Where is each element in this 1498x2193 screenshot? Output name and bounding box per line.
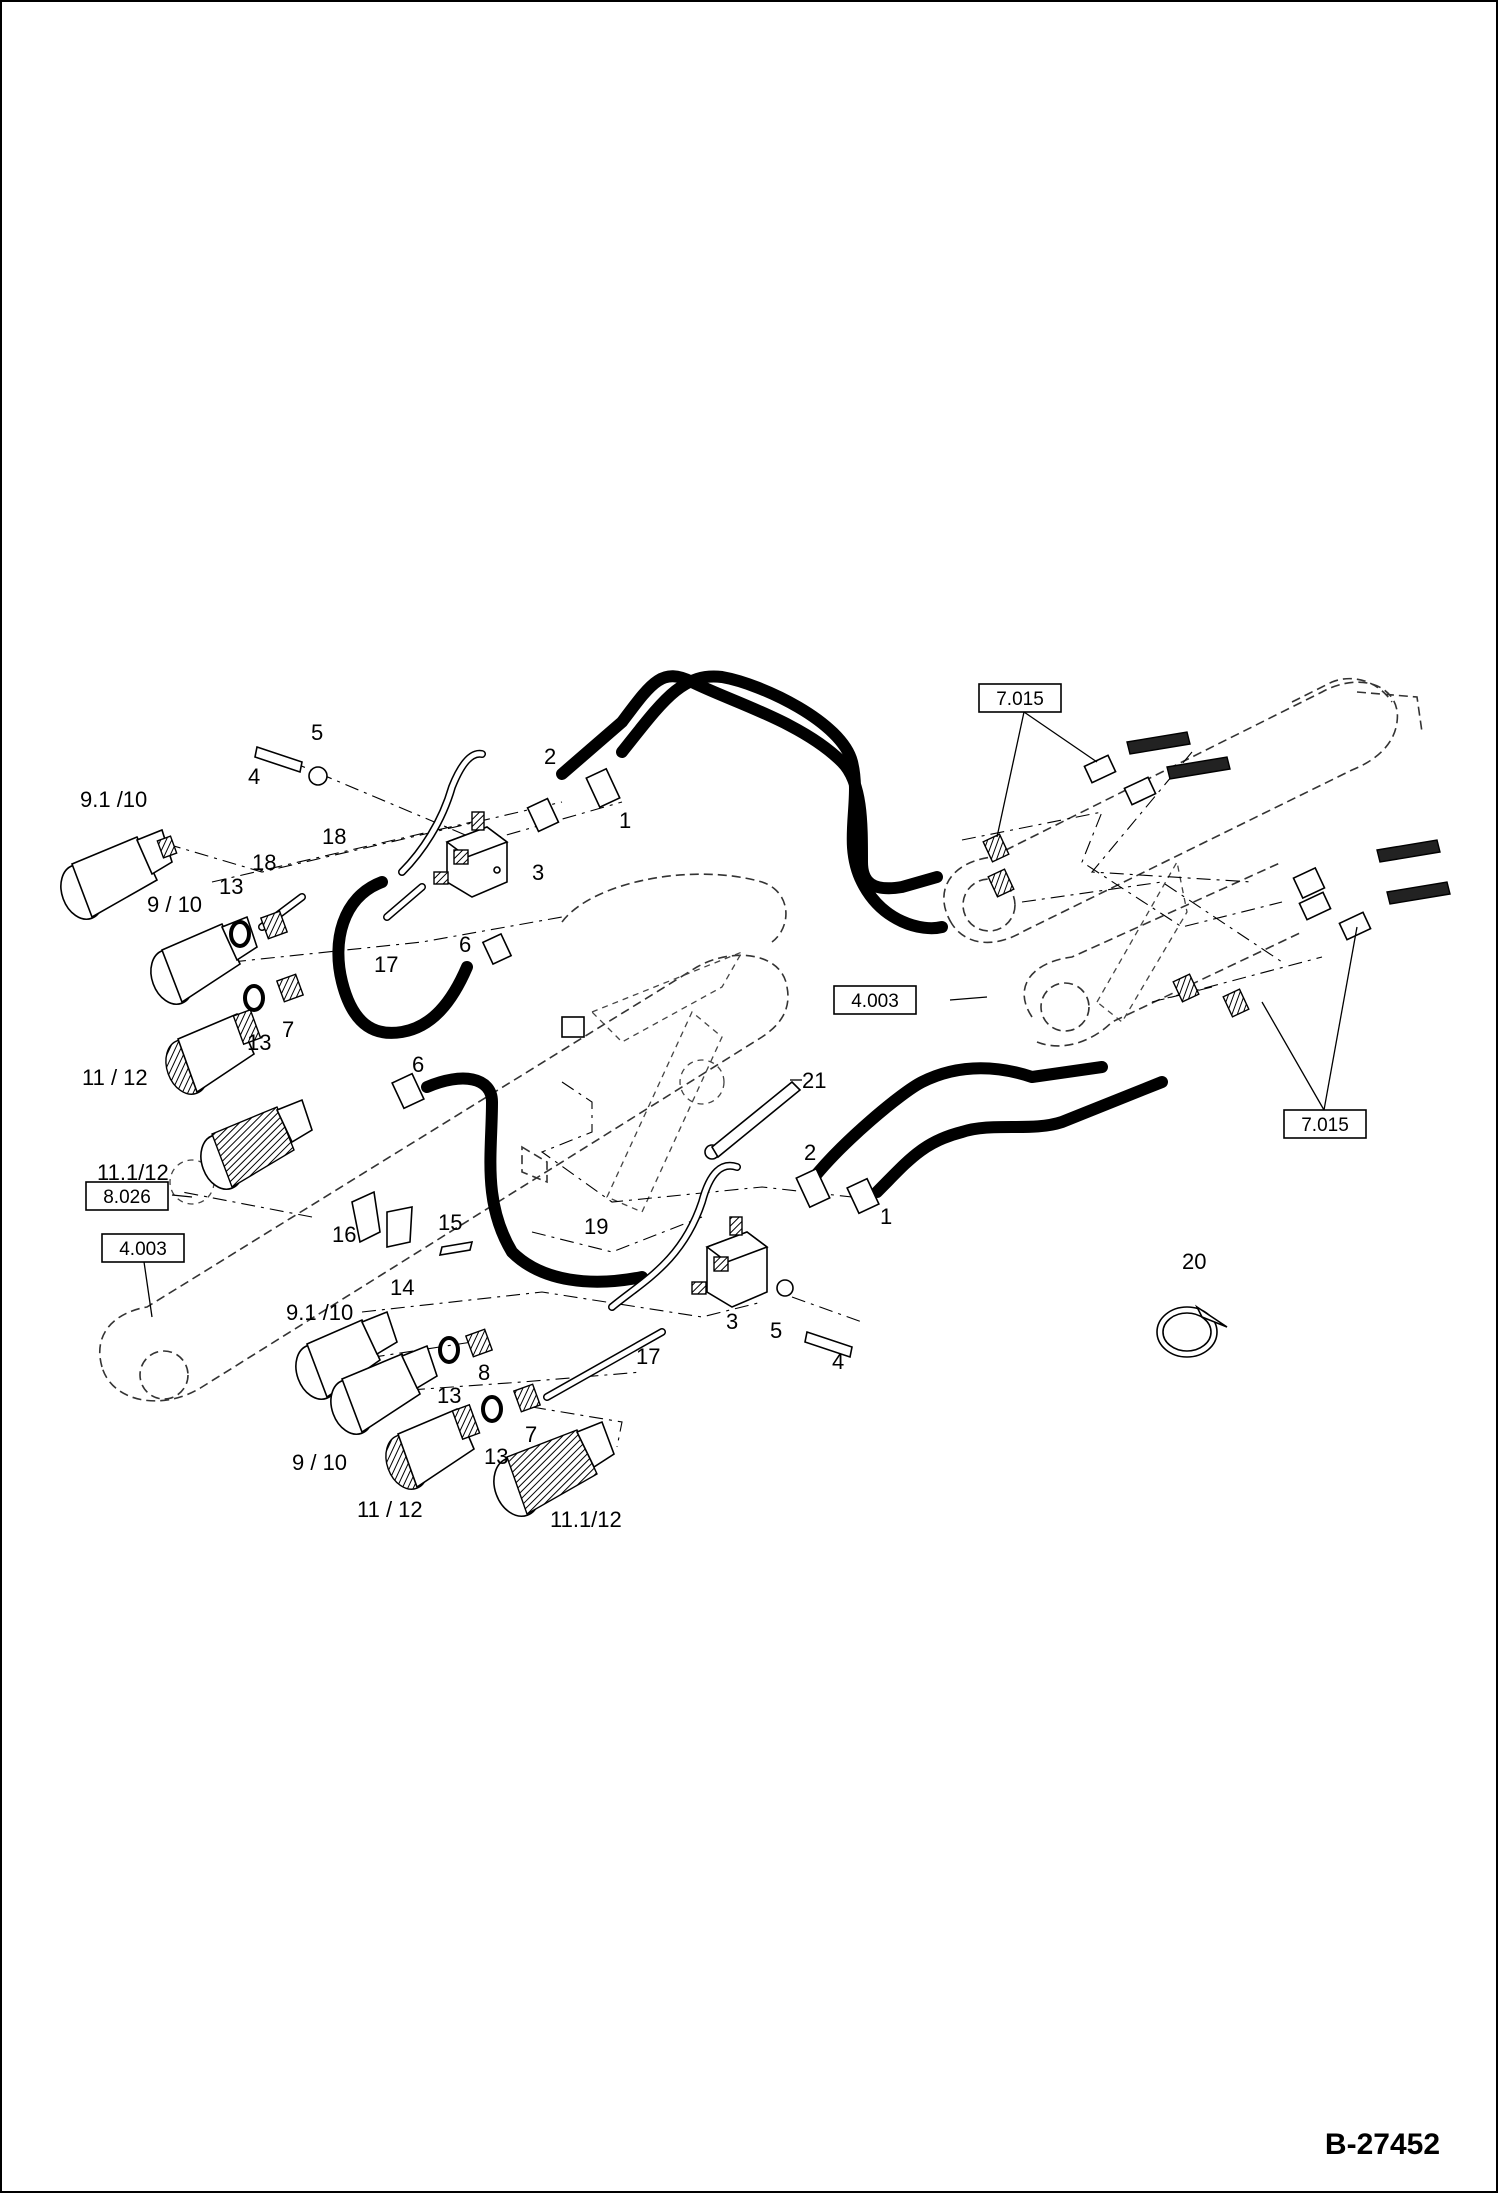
part-number: 20 — [1182, 1249, 1206, 1274]
hydraulic-hoses — [332, 670, 1168, 1288]
part-number: 9.1 /10 — [286, 1300, 353, 1325]
part-number: 2 — [544, 744, 556, 769]
rigid-pipes — [258, 749, 741, 1401]
part-number: 1 — [619, 808, 631, 833]
part-number: 9 / 10 — [147, 892, 202, 917]
coupling-lower-1 — [295, 1310, 398, 1400]
quick-couplings — [60, 828, 615, 1517]
part-number: 6 — [412, 1052, 424, 1077]
reference-box-7015-top: 7.015 — [978, 683, 1062, 713]
part-number: 11.1/12 — [97, 1160, 169, 1185]
part-number: 18 — [252, 850, 276, 875]
coupling-upper-3 — [165, 1008, 262, 1095]
reference-label: 7.015 — [996, 689, 1044, 710]
part-number: 5 — [311, 720, 323, 745]
coupling-lower-2 — [330, 1344, 438, 1435]
part-callouts: 4 5 9.1 /10 9 / 10 13 18 18 13 7 11 / 12… — [80, 720, 1206, 1532]
part-number: 21 — [802, 1068, 826, 1093]
part-number: 7 — [525, 1422, 537, 1447]
part-number: 13 — [437, 1383, 461, 1408]
reference-box-4003-right: 4.003 — [833, 985, 917, 1015]
arm-outline-upper-right — [943, 677, 1423, 1047]
coupling-upper-2 — [150, 915, 258, 1005]
part-number: 13 — [247, 1030, 271, 1055]
reference-box-4003-left: 4.003 — [101, 1233, 185, 1263]
coupling-lower-3 — [385, 1403, 481, 1490]
part-number: 18 — [322, 824, 346, 849]
coupling-upper-4 — [200, 1098, 313, 1190]
part-number: 6 — [459, 932, 471, 957]
part-number: 8 — [478, 1360, 490, 1385]
reference-box-8026: 8.026 — [85, 1181, 169, 1211]
reference-label: 7.015 — [1301, 1115, 1349, 1136]
arm-outline-lower-left — [99, 873, 789, 1402]
part-number: 15 — [438, 1210, 462, 1235]
part-number: 5 — [770, 1318, 782, 1343]
part-number: 14 — [390, 1275, 414, 1300]
part-number: 2 — [804, 1140, 816, 1165]
part-number: 11.1/12 — [550, 1507, 622, 1532]
part-number: 11 / 12 — [357, 1497, 423, 1522]
reference-box-7015-bottom: 7.015 — [1283, 1109, 1367, 1139]
part-number: 1 — [880, 1204, 892, 1229]
part-number: 3 — [532, 860, 544, 885]
part-number: 17 — [374, 952, 398, 977]
reference-label: 4.003 — [851, 991, 899, 1012]
coupling-lower-4 — [493, 1420, 615, 1517]
part-number: 4 — [832, 1349, 844, 1374]
part-number: 9.1 /10 — [80, 787, 147, 812]
part-number: 7 — [282, 1017, 294, 1042]
part-number: 17 — [636, 1344, 660, 1369]
part-number: 9 / 10 — [292, 1450, 347, 1475]
part-number: 13 — [484, 1444, 508, 1469]
reference-label: 4.003 — [119, 1239, 167, 1260]
coupling-upper-1 — [60, 828, 178, 920]
drawing-number: B-27452 — [1325, 2128, 1440, 2161]
part-number: 19 — [584, 1214, 608, 1239]
part-number: 3 — [726, 1309, 738, 1334]
part-number: 16 — [332, 1222, 356, 1247]
part-number: 13 — [219, 874, 243, 899]
part-number: 11 / 12 — [82, 1065, 148, 1090]
leader-lines — [141, 711, 1358, 1318]
fittings-seals — [229, 731, 1451, 1423]
reference-label: 8.026 — [103, 1187, 151, 1208]
part-number: 4 — [248, 764, 260, 789]
valve-block-upper — [433, 811, 509, 898]
valve-block-lower — [691, 1216, 769, 1308]
